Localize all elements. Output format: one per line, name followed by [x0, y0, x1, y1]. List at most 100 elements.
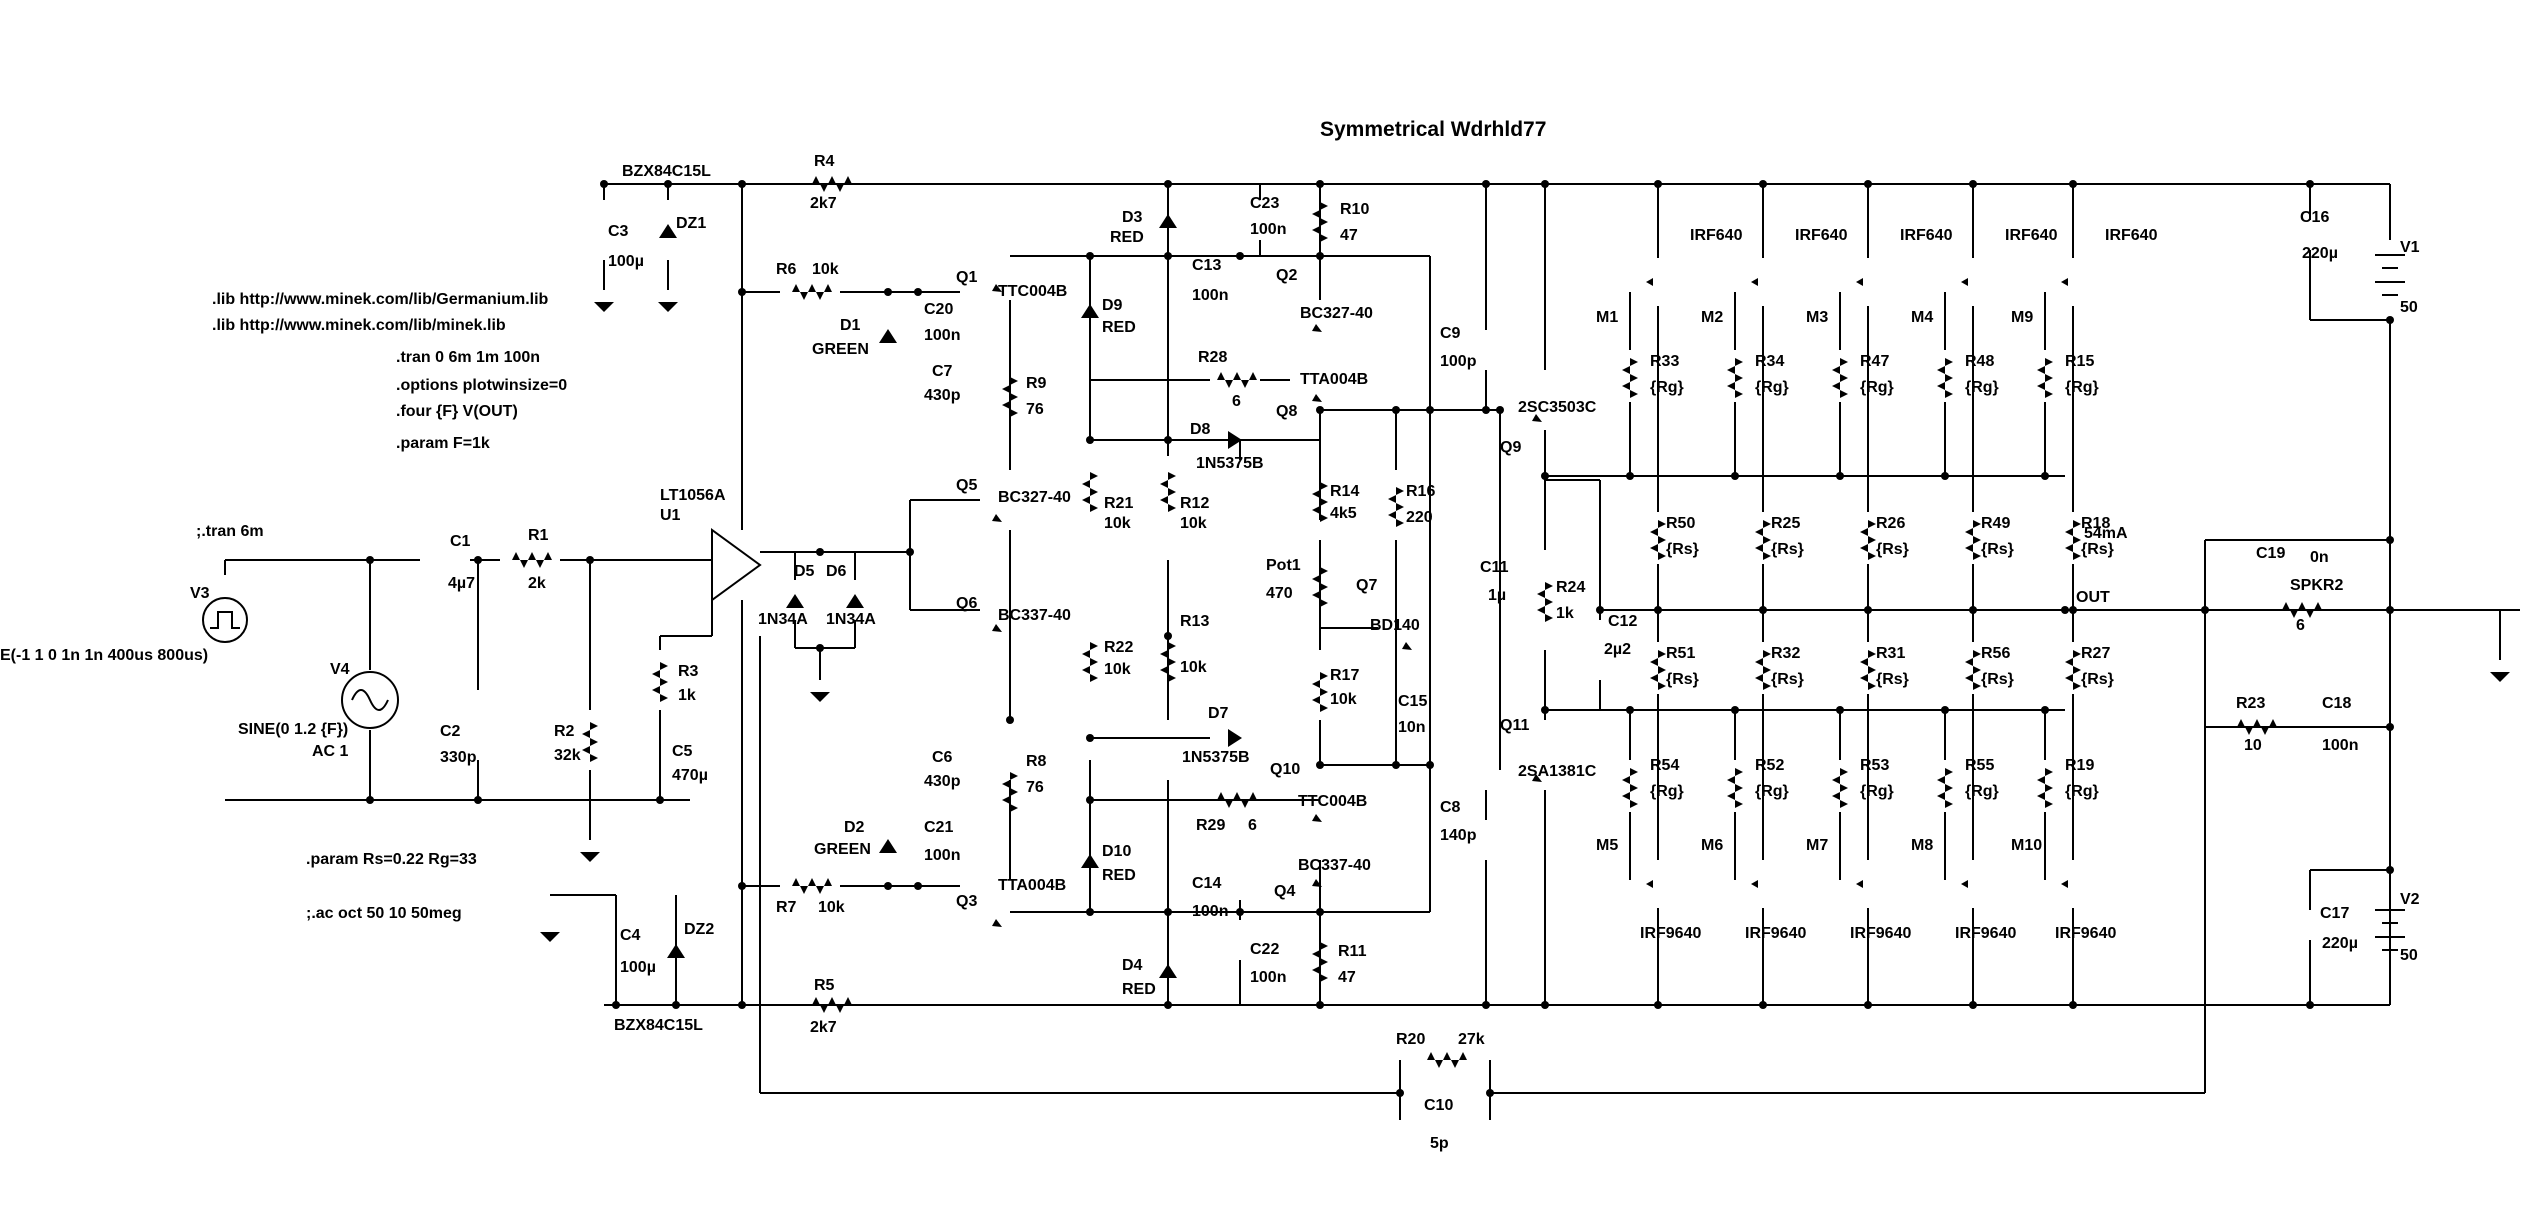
source-resistor-value: {Rs}	[2081, 671, 2114, 688]
v4-value: SINE(0 1.2 {F})	[238, 721, 348, 738]
r22-value: 10k	[1104, 661, 1131, 678]
opamp-model: LT1056A	[660, 487, 726, 504]
r9-name: R9	[1026, 375, 1047, 392]
junction-dot	[664, 180, 672, 188]
r17-value: 10k	[1330, 691, 1357, 708]
r15-symbol	[2037, 350, 2053, 402]
q10-value: TTC004B	[1298, 793, 1367, 810]
v4-source-symbol	[341, 671, 399, 729]
wires	[224, 183, 2520, 1120]
r51-symbol	[1650, 642, 1666, 694]
d5-name: D5	[794, 563, 815, 580]
r27-symbol	[2065, 642, 2081, 694]
r23-value: 10	[2244, 737, 2262, 754]
junction-dot	[1426, 761, 1434, 769]
c4-name: C4	[620, 927, 641, 944]
r24-value: 1k	[1556, 605, 1574, 622]
c1-name: C1	[450, 533, 471, 550]
junction-dot	[600, 180, 608, 188]
r8-name: R8	[1026, 753, 1047, 770]
gate-resistor-name: R53	[1860, 757, 1889, 774]
m5-symbol	[1622, 860, 1660, 908]
r20-value: 27k	[1458, 1031, 1485, 1048]
m10-symbol	[2037, 860, 2075, 908]
spkr2-name: SPKR2	[2290, 577, 2343, 594]
out-net-label: OUT	[2076, 589, 2110, 606]
c14-value: 100n	[1192, 903, 1228, 920]
source-resistor-name: R32	[1771, 645, 1800, 662]
junction-dot	[1496, 406, 1504, 414]
r11-value: 47	[1338, 969, 1356, 986]
source-resistor-name: R56	[1981, 645, 2010, 662]
junction-dot	[1596, 606, 1604, 614]
r12-symbol	[1160, 464, 1176, 516]
gate-resistor-name: R52	[1755, 757, 1784, 774]
d10-value: RED	[1102, 867, 1136, 884]
r21-name: R21	[1104, 495, 1133, 512]
source-resistor-value: {Rs}	[1981, 541, 2014, 558]
r2-name: R2	[554, 723, 575, 740]
gate-resistor-name: R15	[2065, 353, 2094, 370]
junction-dot	[1086, 436, 1094, 444]
dz1-name: DZ1	[676, 215, 706, 232]
c16-value: 220µ	[2302, 245, 2338, 262]
q5-value: BC327-40	[998, 489, 1071, 506]
junction-dot	[1482, 180, 1490, 188]
pot1-value: 470	[1266, 585, 1293, 602]
mosfet-top-name: M9	[2011, 309, 2033, 326]
r54-symbol	[1622, 760, 1638, 812]
r56-symbol	[1965, 642, 1981, 694]
r28-name: R28	[1198, 349, 1227, 366]
opamp-symbol	[711, 528, 762, 602]
r5-name: R5	[814, 977, 835, 994]
c9-symbol	[1474, 328, 1498, 372]
junction-dot	[2386, 866, 2394, 874]
r12-value: 10k	[1180, 515, 1207, 532]
q11-name: Q11	[1500, 717, 1529, 734]
r4-value: 2k7	[810, 195, 837, 212]
r10-name: R10	[1340, 201, 1369, 218]
mosfet-bottom-model: IRF9640	[1850, 925, 1911, 942]
r26-symbol	[1860, 512, 1876, 564]
c11-value: 1µ	[1488, 587, 1506, 604]
r6-value: 10k	[812, 261, 839, 278]
source-resistor-value: {Rs}	[1771, 671, 1804, 688]
q9-value: 2SC3503C	[1518, 399, 1597, 416]
source-resistor-name: R27	[2081, 645, 2110, 662]
junction-dot	[366, 556, 374, 564]
r28-symbol	[1209, 372, 1261, 388]
r33-symbol	[1622, 350, 1638, 402]
junction-dot	[816, 644, 824, 652]
junction-dot	[738, 180, 746, 188]
gate-resistor-name: R19	[2065, 757, 2094, 774]
c11-name: C11	[1480, 559, 1509, 576]
q11-value: 2SA1381C	[1518, 763, 1597, 780]
source-resistor-value: {Rs}	[1876, 541, 1909, 558]
q4-value: BC337-40	[1298, 857, 1371, 874]
d6-name: D6	[826, 563, 847, 580]
dz1-model: BZX84C15L	[622, 163, 711, 180]
mosfet-bottom-name: M8	[1911, 837, 1933, 854]
r5-value: 2k7	[810, 1019, 837, 1036]
q8-name: Q8	[1276, 403, 1297, 420]
q10-name: Q10	[1270, 761, 1300, 778]
c23-name: C23	[1250, 195, 1279, 212]
q7-value: BD140	[1370, 617, 1420, 634]
c8-value: 140p	[1440, 827, 1477, 844]
r7-name: R7	[776, 899, 797, 916]
c13-name: C13	[1192, 257, 1221, 274]
junction-dot	[672, 1001, 680, 1009]
r1-symbol	[504, 552, 556, 568]
gate-resistor-name: R55	[1965, 757, 1994, 774]
mosfet-bottom-name: M10	[2011, 837, 2042, 854]
mosfet-bottom-name: M5	[1596, 837, 1618, 854]
c4-value: 100µ	[620, 959, 656, 976]
junction-dot	[1316, 180, 1324, 188]
v3-name: V3	[190, 585, 210, 602]
